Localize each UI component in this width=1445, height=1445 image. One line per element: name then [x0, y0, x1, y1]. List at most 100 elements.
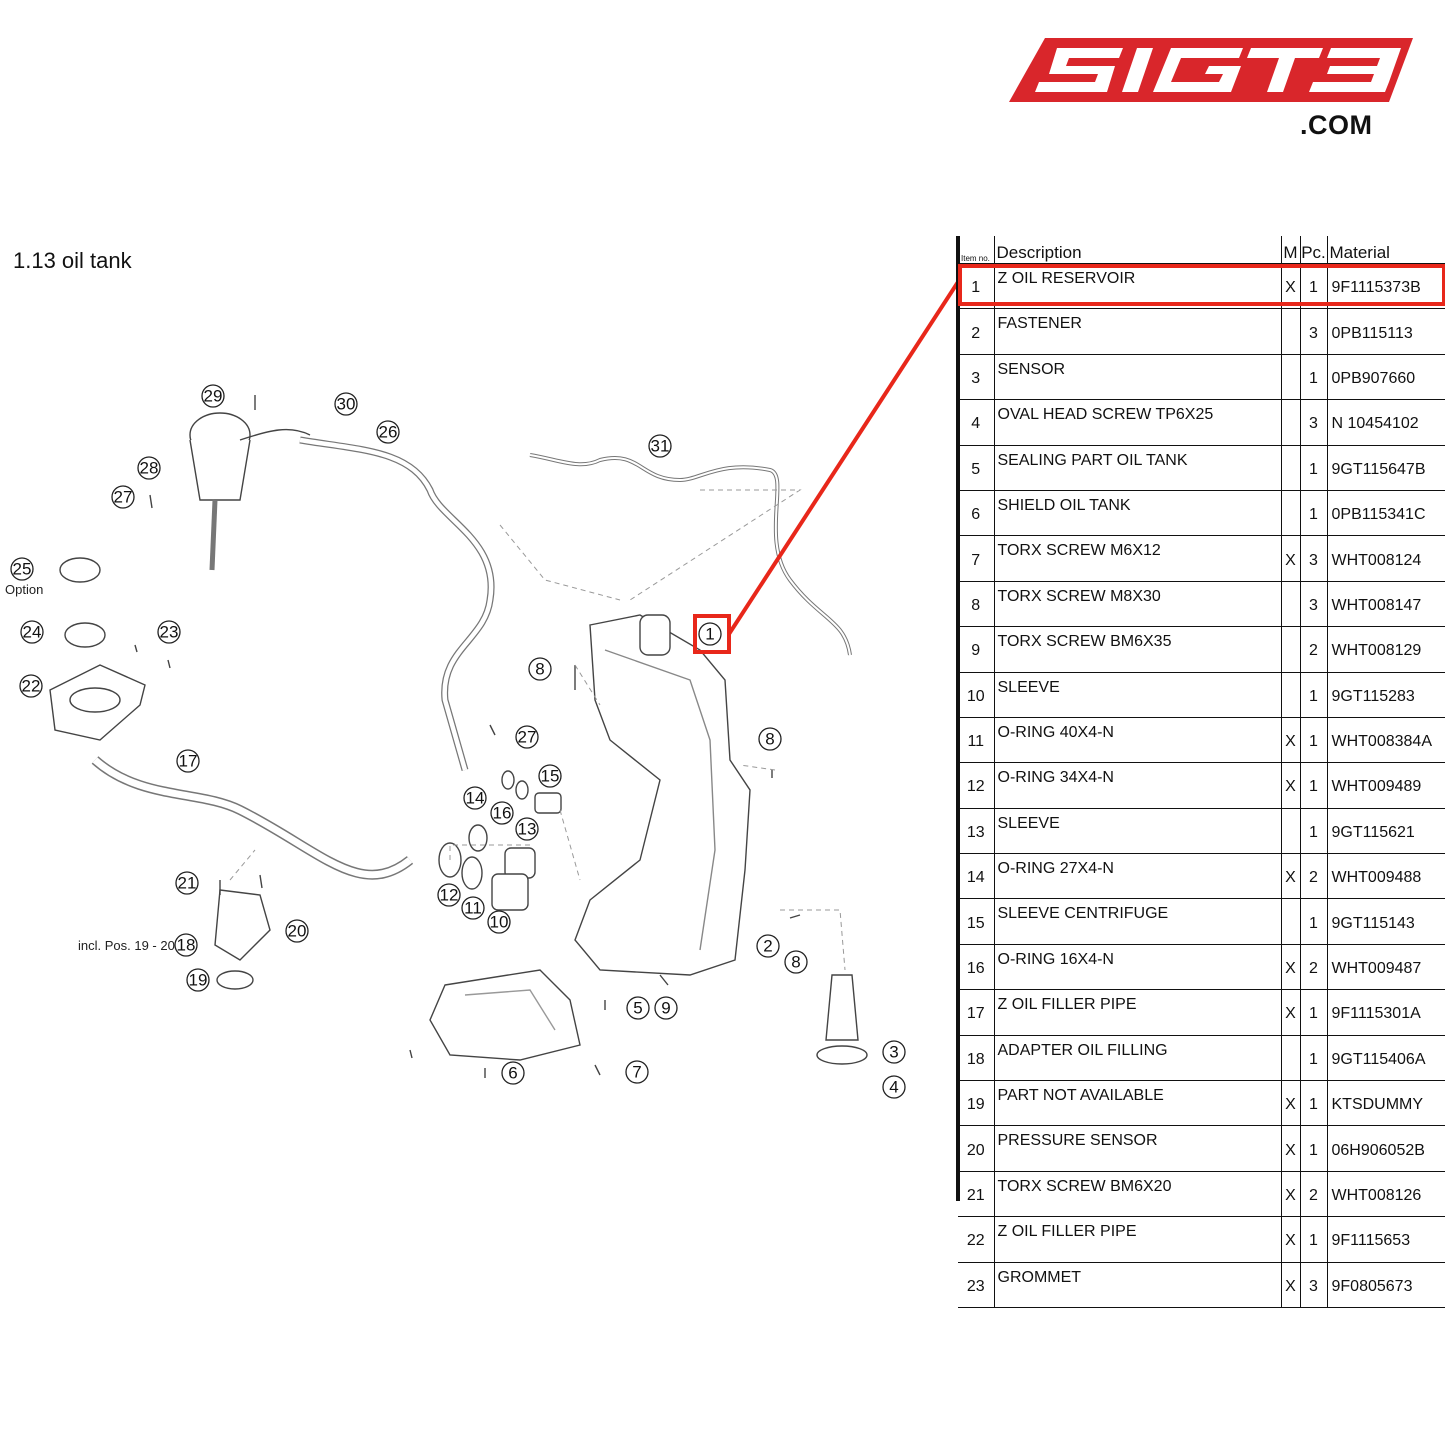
m-cell: X: [1280, 716, 1300, 763]
m-cell: X: [1280, 943, 1300, 990]
description-cell: OVAL HEAD SCREW TP6X25: [993, 399, 1281, 446]
callout-5: 5: [633, 999, 642, 1018]
oil-reservoir: [574, 614, 751, 976]
header-material: Material: [1326, 236, 1445, 264]
description-cell: SLEEVE: [993, 671, 1281, 718]
description-cell: O-RING 27X4-N: [993, 853, 1281, 899]
row-1-highlight: [958, 264, 1445, 306]
callout-18: 18: [177, 936, 196, 955]
pc-cell: 1: [1299, 353, 1327, 400]
m-cell: X: [1280, 1125, 1300, 1172]
description-cell: TORX SCREW BM6X20: [993, 1170, 1281, 1217]
m-cell: X: [1280, 1080, 1300, 1126]
m-cell: [1280, 898, 1300, 945]
callout-9: 9: [661, 999, 670, 1018]
pc-cell: 2: [1299, 1170, 1327, 1217]
item-no-cell: 6: [958, 489, 994, 536]
callout-3: 3: [889, 1043, 898, 1062]
callout-2: 2: [763, 937, 772, 956]
pc-cell: 1: [1299, 716, 1327, 763]
description-cell: O-RING 40X4-N: [993, 716, 1281, 763]
pc-cell: 1: [1299, 1125, 1327, 1172]
oil-level-sensor: [825, 974, 859, 1041]
m-cell: [1280, 444, 1300, 491]
header-description: Description: [993, 236, 1281, 264]
description-cell: TORX SCREW BM6X35: [993, 626, 1281, 673]
m-cell: X: [1280, 535, 1300, 582]
description-cell: Z OIL FILLER PIPE: [993, 1216, 1281, 1263]
item-no-cell: 3: [958, 353, 994, 400]
callout-10: 10: [490, 913, 509, 932]
item-no-cell: 15: [958, 898, 994, 945]
logo-dotcom: .COM: [1300, 110, 1373, 140]
callout-28: 28: [140, 459, 159, 478]
material-cell: WHT009487: [1326, 943, 1445, 990]
description-cell: SENSOR: [993, 353, 1281, 400]
exploded-parts-diagram: 29 30 26 31 28 27 25 24 23 22 17 14 16 1…: [5, 384, 906, 1099]
callout-20: 20: [288, 922, 307, 941]
callout-7: 7: [632, 1063, 641, 1082]
hose-31: [529, 453, 852, 656]
shield-oil-tank: [429, 969, 581, 1061]
item-no-cell: 2: [958, 308, 994, 355]
material-cell: WHT008129: [1326, 626, 1445, 673]
pc-cell: 3: [1299, 399, 1327, 446]
logo-mark: [1009, 38, 1413, 102]
callout-14: 14: [466, 789, 485, 808]
item-no-cell: 10: [958, 671, 994, 718]
item-no-cell: 1: [958, 262, 994, 309]
material-cell: WHT008384A: [1326, 716, 1445, 763]
callout-22: 22: [22, 677, 41, 696]
pc-cell: 1: [1299, 762, 1327, 809]
header-m: M: [1280, 236, 1300, 264]
description-cell: SLEEVE: [993, 807, 1281, 854]
item-no-cell: 4: [958, 399, 994, 446]
item-no-cell: 7: [958, 535, 994, 582]
pc-cell: 3: [1299, 535, 1327, 582]
material-cell: 0PB115113: [1326, 308, 1445, 355]
callout-8c: 8: [791, 953, 800, 972]
pc-cell: 1: [1299, 489, 1327, 536]
material-cell: 9GT115143: [1326, 898, 1445, 945]
item-no-cell: 13: [958, 807, 994, 854]
item-no-cell: 22: [958, 1216, 994, 1263]
m-cell: [1280, 1034, 1300, 1081]
material-cell: 06H906052B: [1326, 1125, 1445, 1172]
m-cell: X: [1280, 1170, 1300, 1217]
callout-26: 26: [379, 423, 398, 442]
material-cell: 9F0805673: [1326, 1261, 1445, 1308]
callout-12: 12: [440, 886, 459, 905]
item-no-cell: 14: [958, 853, 994, 899]
m-cell: [1280, 671, 1300, 718]
m-cell: X: [1280, 853, 1300, 899]
item-no-cell: 17: [958, 989, 994, 1036]
callout-11: 11: [464, 899, 482, 918]
pc-cell: 3: [1299, 1261, 1327, 1308]
callout-27b: 27: [518, 728, 537, 747]
pc-cell: 1: [1299, 1034, 1327, 1081]
item-no-cell: 11: [958, 716, 994, 763]
filler-neck-22: [49, 664, 146, 741]
pc-cell: 2: [1299, 853, 1327, 899]
m-cell: [1280, 399, 1300, 446]
m-cell: [1280, 580, 1300, 627]
description-cell: SHIELD OIL TANK: [993, 489, 1281, 536]
description-cell: SLEEVE CENTRIFUGE: [993, 898, 1281, 945]
m-cell: X: [1280, 989, 1300, 1036]
callout-24: 24: [23, 623, 42, 642]
material-cell: 0PB115341C: [1326, 489, 1445, 536]
callout-29: 29: [204, 387, 223, 406]
pc-cell: 1: [1299, 671, 1327, 718]
item-no-cell: 9: [958, 626, 994, 673]
material-cell: 9GT115621: [1326, 807, 1445, 854]
material-cell: 9F1115301A: [1326, 989, 1445, 1036]
callout-17: 17: [179, 752, 198, 771]
material-cell: WHT008126: [1326, 1170, 1445, 1217]
